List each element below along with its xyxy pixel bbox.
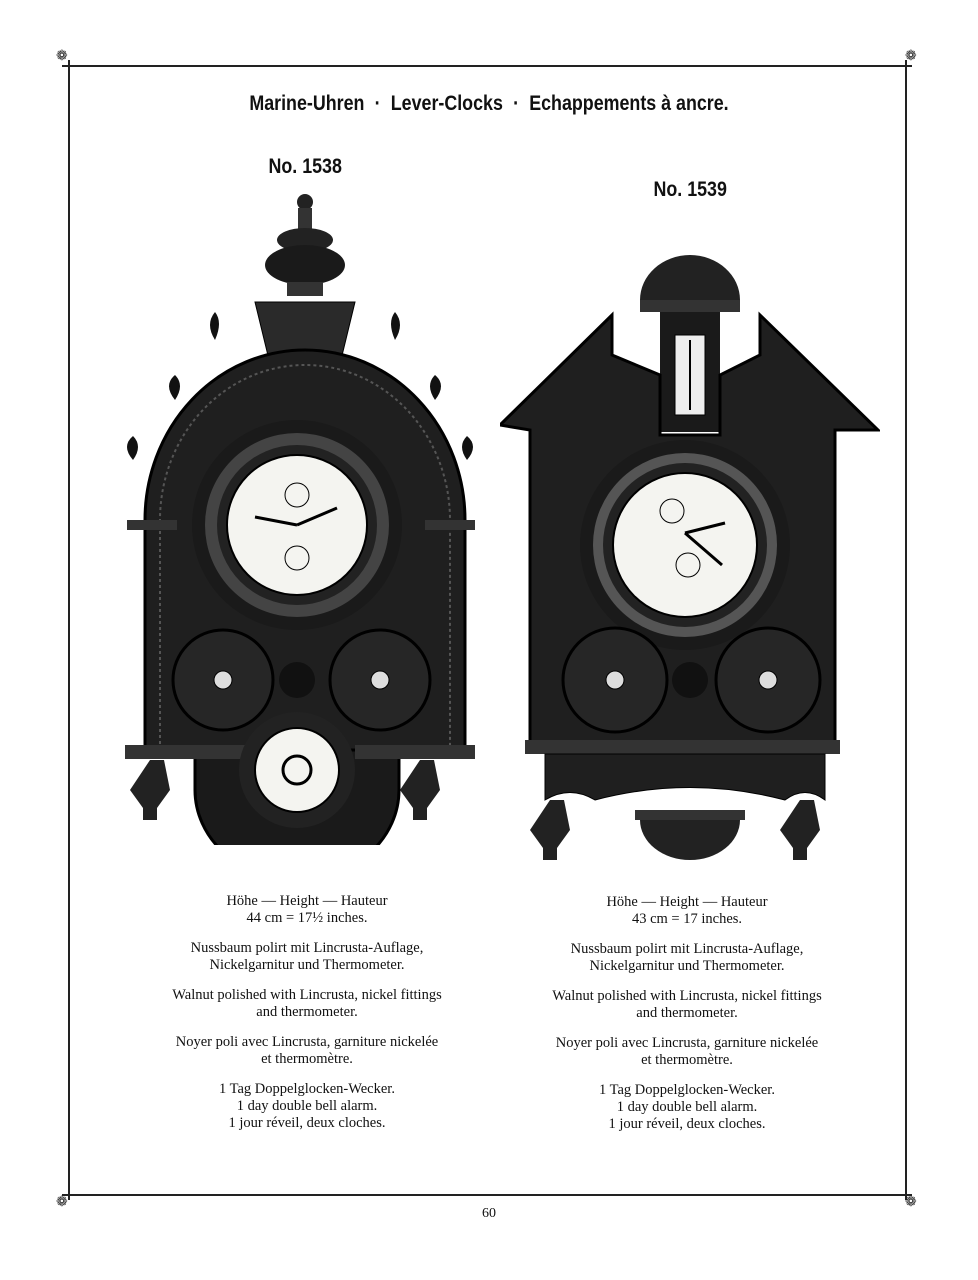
german-text: Nussbaum polirt mit Lincrusta-Auflage, — [190, 940, 424, 956]
english-text: Walnut polished with Lincrusta, nickel f… — [172, 987, 442, 1003]
english-text: and thermometer. — [636, 1005, 738, 1021]
item-number-1539: No. 1539 — [653, 178, 727, 201]
corner-ornament-icon: ❁ — [905, 1195, 917, 1210]
corner-ornament-icon: ❁ — [905, 49, 917, 64]
english-text: and thermometer. — [256, 1004, 358, 1020]
height-label: Höhe — Height — Hauteur — [606, 894, 768, 910]
alarm-text: 1 jour réveil, deux cloches. — [608, 1116, 766, 1132]
clock-1539-illustration — [500, 255, 880, 860]
alarm-text: 1 jour réveil, deux cloches. — [228, 1115, 386, 1131]
title-german: Marine-Uhren — [249, 92, 365, 115]
french-text: Noyer poli avec Lincrusta, garniture nic… — [175, 1034, 439, 1050]
separator: · — [513, 92, 520, 115]
corner-ornament-icon: ❁ — [56, 1195, 68, 1210]
alarm-text: 1 Tag Doppelglocken-Wecker. — [599, 1082, 775, 1098]
alarm-text: 1 day double bell alarm. — [236, 1098, 378, 1114]
frame-top-line — [62, 65, 912, 67]
page-number: 60 — [482, 1206, 496, 1221]
frame-bottom-line — [62, 1194, 912, 1196]
clock-1538-illustration — [125, 194, 475, 845]
german-text: Nickelgarnitur und Thermometer. — [209, 957, 405, 973]
title-english: Lever-Clocks — [390, 92, 503, 115]
title-french: Echappements à ancre. — [529, 92, 729, 115]
frame-left-line — [68, 60, 70, 1200]
english-text: Walnut polished with Lincrusta, nickel f… — [552, 988, 822, 1004]
french-text: et thermomètre. — [261, 1051, 353, 1067]
french-text: et thermomètre. — [641, 1052, 733, 1068]
german-text: Nussbaum polirt mit Lincrusta-Auflage, — [570, 941, 804, 957]
french-text: Noyer poli avec Lincrusta, garniture nic… — [555, 1035, 819, 1051]
height-value: 43 cm = 17 inches. — [631, 911, 743, 927]
frame-right-line — [905, 60, 907, 1200]
item-number-1538: No. 1538 — [268, 155, 342, 178]
alarm-text: 1 day double bell alarm. — [616, 1099, 758, 1115]
separator: · — [374, 92, 381, 115]
german-text: Nickelgarnitur und Thermometer. — [589, 958, 785, 974]
height-value: 44 cm = 17½ inches. — [246, 910, 368, 926]
corner-ornament-icon: ❁ — [56, 49, 68, 64]
alarm-text: 1 Tag Doppelglocken-Wecker. — [219, 1081, 395, 1097]
height-label: Höhe — Height — Hauteur — [226, 893, 388, 909]
page-title: Marine-Uhren · Lever-Clocks · Echappements à… — [73, 92, 904, 116]
